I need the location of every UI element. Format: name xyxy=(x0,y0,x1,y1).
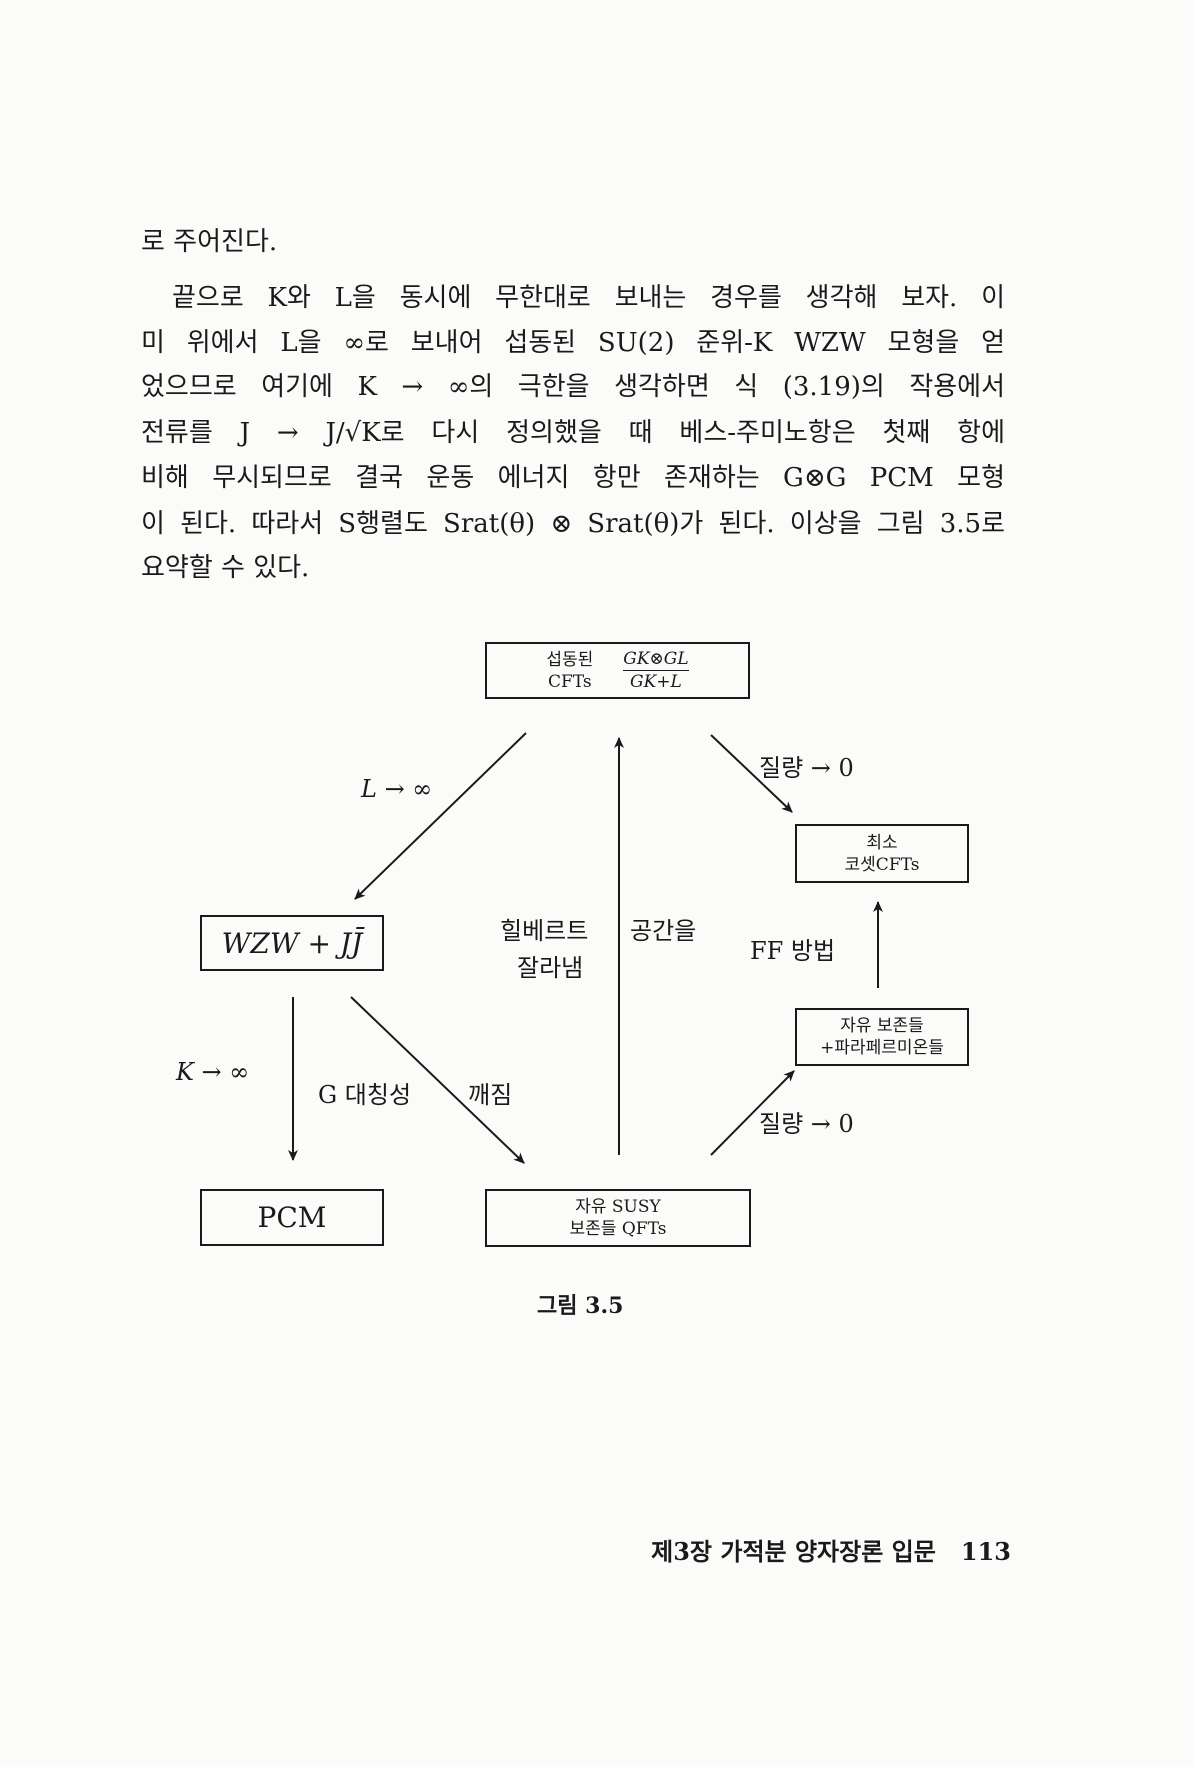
box-free-bosons-parafermions: 자유 보존들+파라페르미온들 xyxy=(795,1008,969,1066)
box-text: WZW + JJ̄ xyxy=(221,926,363,960)
text-line: 이 된다. 따라서 S행렬도 Srat(θ) ⊗ Srat(θ)가 된다. 이상… xyxy=(141,509,1005,539)
arrow-l-infinity xyxy=(354,732,527,900)
text-line: 미 위에서 L을 ∞로 보내어 섭동된 SU(2) 준위-K WZW 모형을 얻 xyxy=(141,328,1005,358)
box-text: 보존들 QFTs xyxy=(569,1219,667,1239)
box-pcm: PCM xyxy=(200,1189,384,1246)
label-l-infinity: L → ∞ xyxy=(361,775,433,803)
label-hilbert: 힐베르트 xyxy=(500,917,589,945)
fraction-denominator: GK+L xyxy=(630,672,682,692)
box-text: 자유 SUSY xyxy=(575,1197,661,1217)
text-line: 전류를 J → J/√K로 다시 정의했을 때 베스-주미노항은 첫째 항에 xyxy=(141,418,1005,448)
box-text: +파라페르미온들 xyxy=(820,1038,944,1058)
label-mass-zero-bottom: 질량 → 0 xyxy=(759,1110,854,1138)
fraction-numerator: GK⊗GL xyxy=(623,649,689,671)
text-line: 로 주어진다. xyxy=(141,227,278,257)
box-text: 최소 xyxy=(866,832,898,853)
label-g-symmetry: G 대칭성 xyxy=(318,1081,412,1109)
page-footer: 제3장 가적분 양자장론 입문 113 xyxy=(651,1532,1011,1567)
box-text: 자유 보존들 xyxy=(840,1016,924,1036)
figure-caption: 그림 3.5 xyxy=(537,1293,624,1319)
text-line: 끝으로 K와 L을 동시에 무한대로 보내는 경우를 생각해 보자. 이 xyxy=(172,283,1005,313)
box-wzw-jj: WZW + JJ̄ xyxy=(200,915,384,971)
arrow-mass-zero-bottom xyxy=(710,1070,795,1156)
box-text: 코셋CFTs xyxy=(844,854,920,875)
text-line: 었으므로 여기에 K → ∞의 극한을 생각하면 식 (3.19)의 작용에서 xyxy=(141,372,1005,402)
box-text: PCM xyxy=(257,1201,327,1234)
box-text: CFTs xyxy=(547,671,592,692)
chapter-title: 제3장 가적분 양자장론 입문 xyxy=(651,1537,936,1566)
text-line: 요약할 수 있다. xyxy=(141,553,310,583)
label-broken: 깨짐 xyxy=(468,1081,513,1109)
label-mass-zero-top: 질량 → 0 xyxy=(759,754,854,782)
page-number: 113 xyxy=(960,1537,1011,1566)
text-line: 비해 무시되므로 결국 운동 에너지 항만 존재하는 G⊗G PCM 모형 xyxy=(141,463,1005,493)
label-k-infinity: K → ∞ xyxy=(176,1058,250,1086)
label-space: 공간을 xyxy=(630,917,697,945)
arrow-mass-zero-top xyxy=(710,734,793,813)
label-ff-method: FF 방법 xyxy=(750,937,836,965)
box-text: 섭동된 xyxy=(546,649,594,670)
label-truncation: 잘라냄 xyxy=(517,954,584,982)
arrow-g-symmetry-breaking xyxy=(350,996,525,1164)
